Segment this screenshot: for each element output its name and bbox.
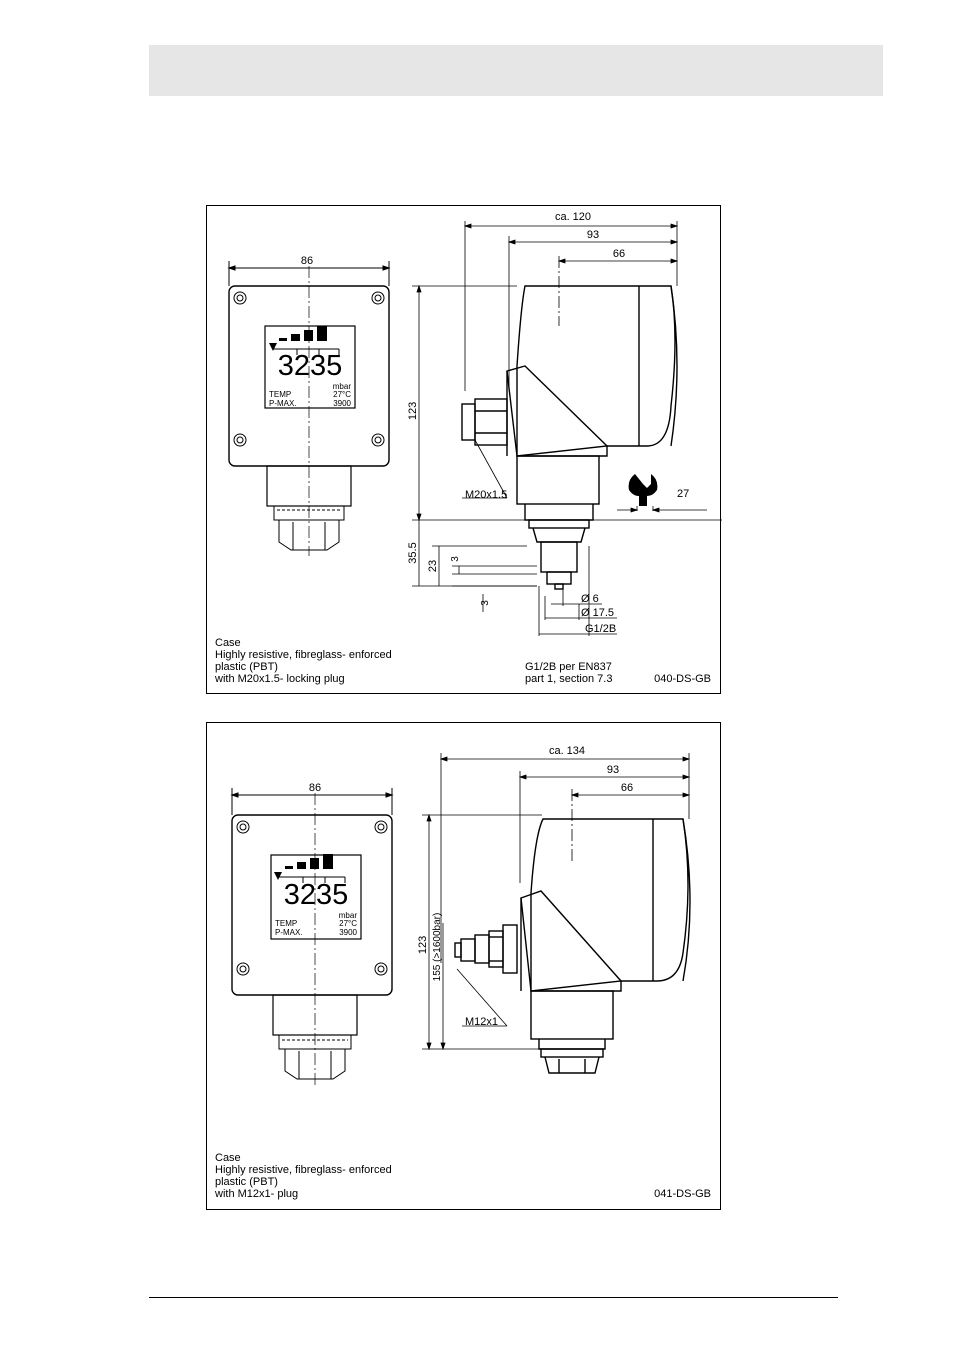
- fig2-dim-93: 93: [607, 764, 619, 776]
- fig1-drawing-code: 040-DS-GB: [654, 673, 711, 685]
- display-window-2: [270, 854, 362, 940]
- fig1-dim-3a: 3: [450, 556, 461, 562]
- fig2-case-line0: Case: [215, 1152, 241, 1164]
- fig1-dim-total: ca. 120: [555, 211, 591, 223]
- fig2-case-line2: plastic (PBT): [215, 1176, 278, 1188]
- fig2-dim-height: 123: [417, 936, 429, 954]
- side-housing: [516, 285, 676, 457]
- fig1-display-value: 3235: [278, 350, 343, 382]
- fig1-unit: mbar: [333, 382, 352, 391]
- fig1-width-dim: 86: [301, 255, 313, 267]
- fig1-dim-wrench: 27: [677, 488, 689, 500]
- fig2-width-dim: 86: [309, 782, 321, 794]
- fig2-row1-label: P-MAX.: [275, 928, 303, 937]
- fig1-thread-label: M20x1.5: [465, 489, 507, 501]
- fig1-note-line0: G1/2B per EN837: [525, 661, 612, 673]
- fig1-dim-35-5: 35.5: [407, 542, 419, 563]
- fig1-row1-label: P-MAX.: [269, 399, 297, 408]
- fig1-case-line2: plastic (PBT): [215, 661, 278, 673]
- side-housing-2: [530, 818, 689, 992]
- fig2-row0-value: 27°C: [339, 919, 357, 928]
- fig1-dia-17-5: Ø 17.5: [581, 607, 614, 619]
- fig1-g12b: G1/2B: [585, 623, 616, 635]
- drawing-2-svg: 86 3235 mbar TEMP 27°C P-MAX. 3900 ca. 1…: [214, 745, 711, 1200]
- fig1-dia-6: Ø 6: [581, 593, 599, 605]
- fig1-row1-value: 3900: [333, 399, 351, 408]
- fig1-dim-93: 93: [587, 229, 599, 241]
- fig1-case-line0: Case: [215, 637, 241, 649]
- fig2-row0-label: TEMP: [275, 919, 297, 928]
- fig2-plug-label: M12x1: [465, 1016, 498, 1028]
- fig1-note-line1: part 1, section 7.3: [525, 673, 612, 685]
- fig2-case-line3: with M12x1- plug: [214, 1188, 298, 1200]
- fig1-row0-value: 27°C: [333, 390, 351, 399]
- fig2-row1-value: 3900: [339, 928, 357, 937]
- fig2-drawing-code: 041-DS-GB: [654, 1188, 711, 1200]
- fig1-row0-label: TEMP: [269, 390, 291, 399]
- fig2-dim-155: 155 (>1600bar): [432, 913, 443, 982]
- fig2-dim-66: 66: [621, 782, 633, 794]
- fig1-dim-66: 66: [613, 248, 625, 260]
- fig1-case-line3: with M20x1.5- locking plug: [214, 673, 345, 685]
- fig1-case-line1: Highly resistive, fibreglass- enforced: [215, 649, 392, 661]
- fig1-dim-23: 23: [427, 560, 439, 572]
- drawing-frame-2: 86 3235 mbar TEMP 27°C P-MAX. 3900 ca. 1…: [206, 722, 721, 1210]
- fig2-unit: mbar: [339, 911, 358, 920]
- fig2-display-value: 3235: [284, 879, 349, 911]
- header-bar: [149, 45, 883, 96]
- drawing-frame-1: 86 3235 mbar TEMP 27°C P-MAX. 3900 ca. 1…: [206, 205, 722, 694]
- footer-rule: [149, 1297, 838, 1298]
- fig1-dim-height: 123: [407, 402, 419, 420]
- display-window: [264, 325, 356, 409]
- wrench-icon: [628, 474, 658, 506]
- fig2-case-line1: Highly resistive, fibreglass- enforced: [215, 1164, 392, 1176]
- fig1-dim-3b: 3: [480, 600, 491, 606]
- drawing-1-svg: 86 3235 mbar TEMP 27°C P-MAX. 3900 ca. 1…: [214, 211, 722, 685]
- fig2-dim-total: ca. 134: [549, 745, 585, 757]
